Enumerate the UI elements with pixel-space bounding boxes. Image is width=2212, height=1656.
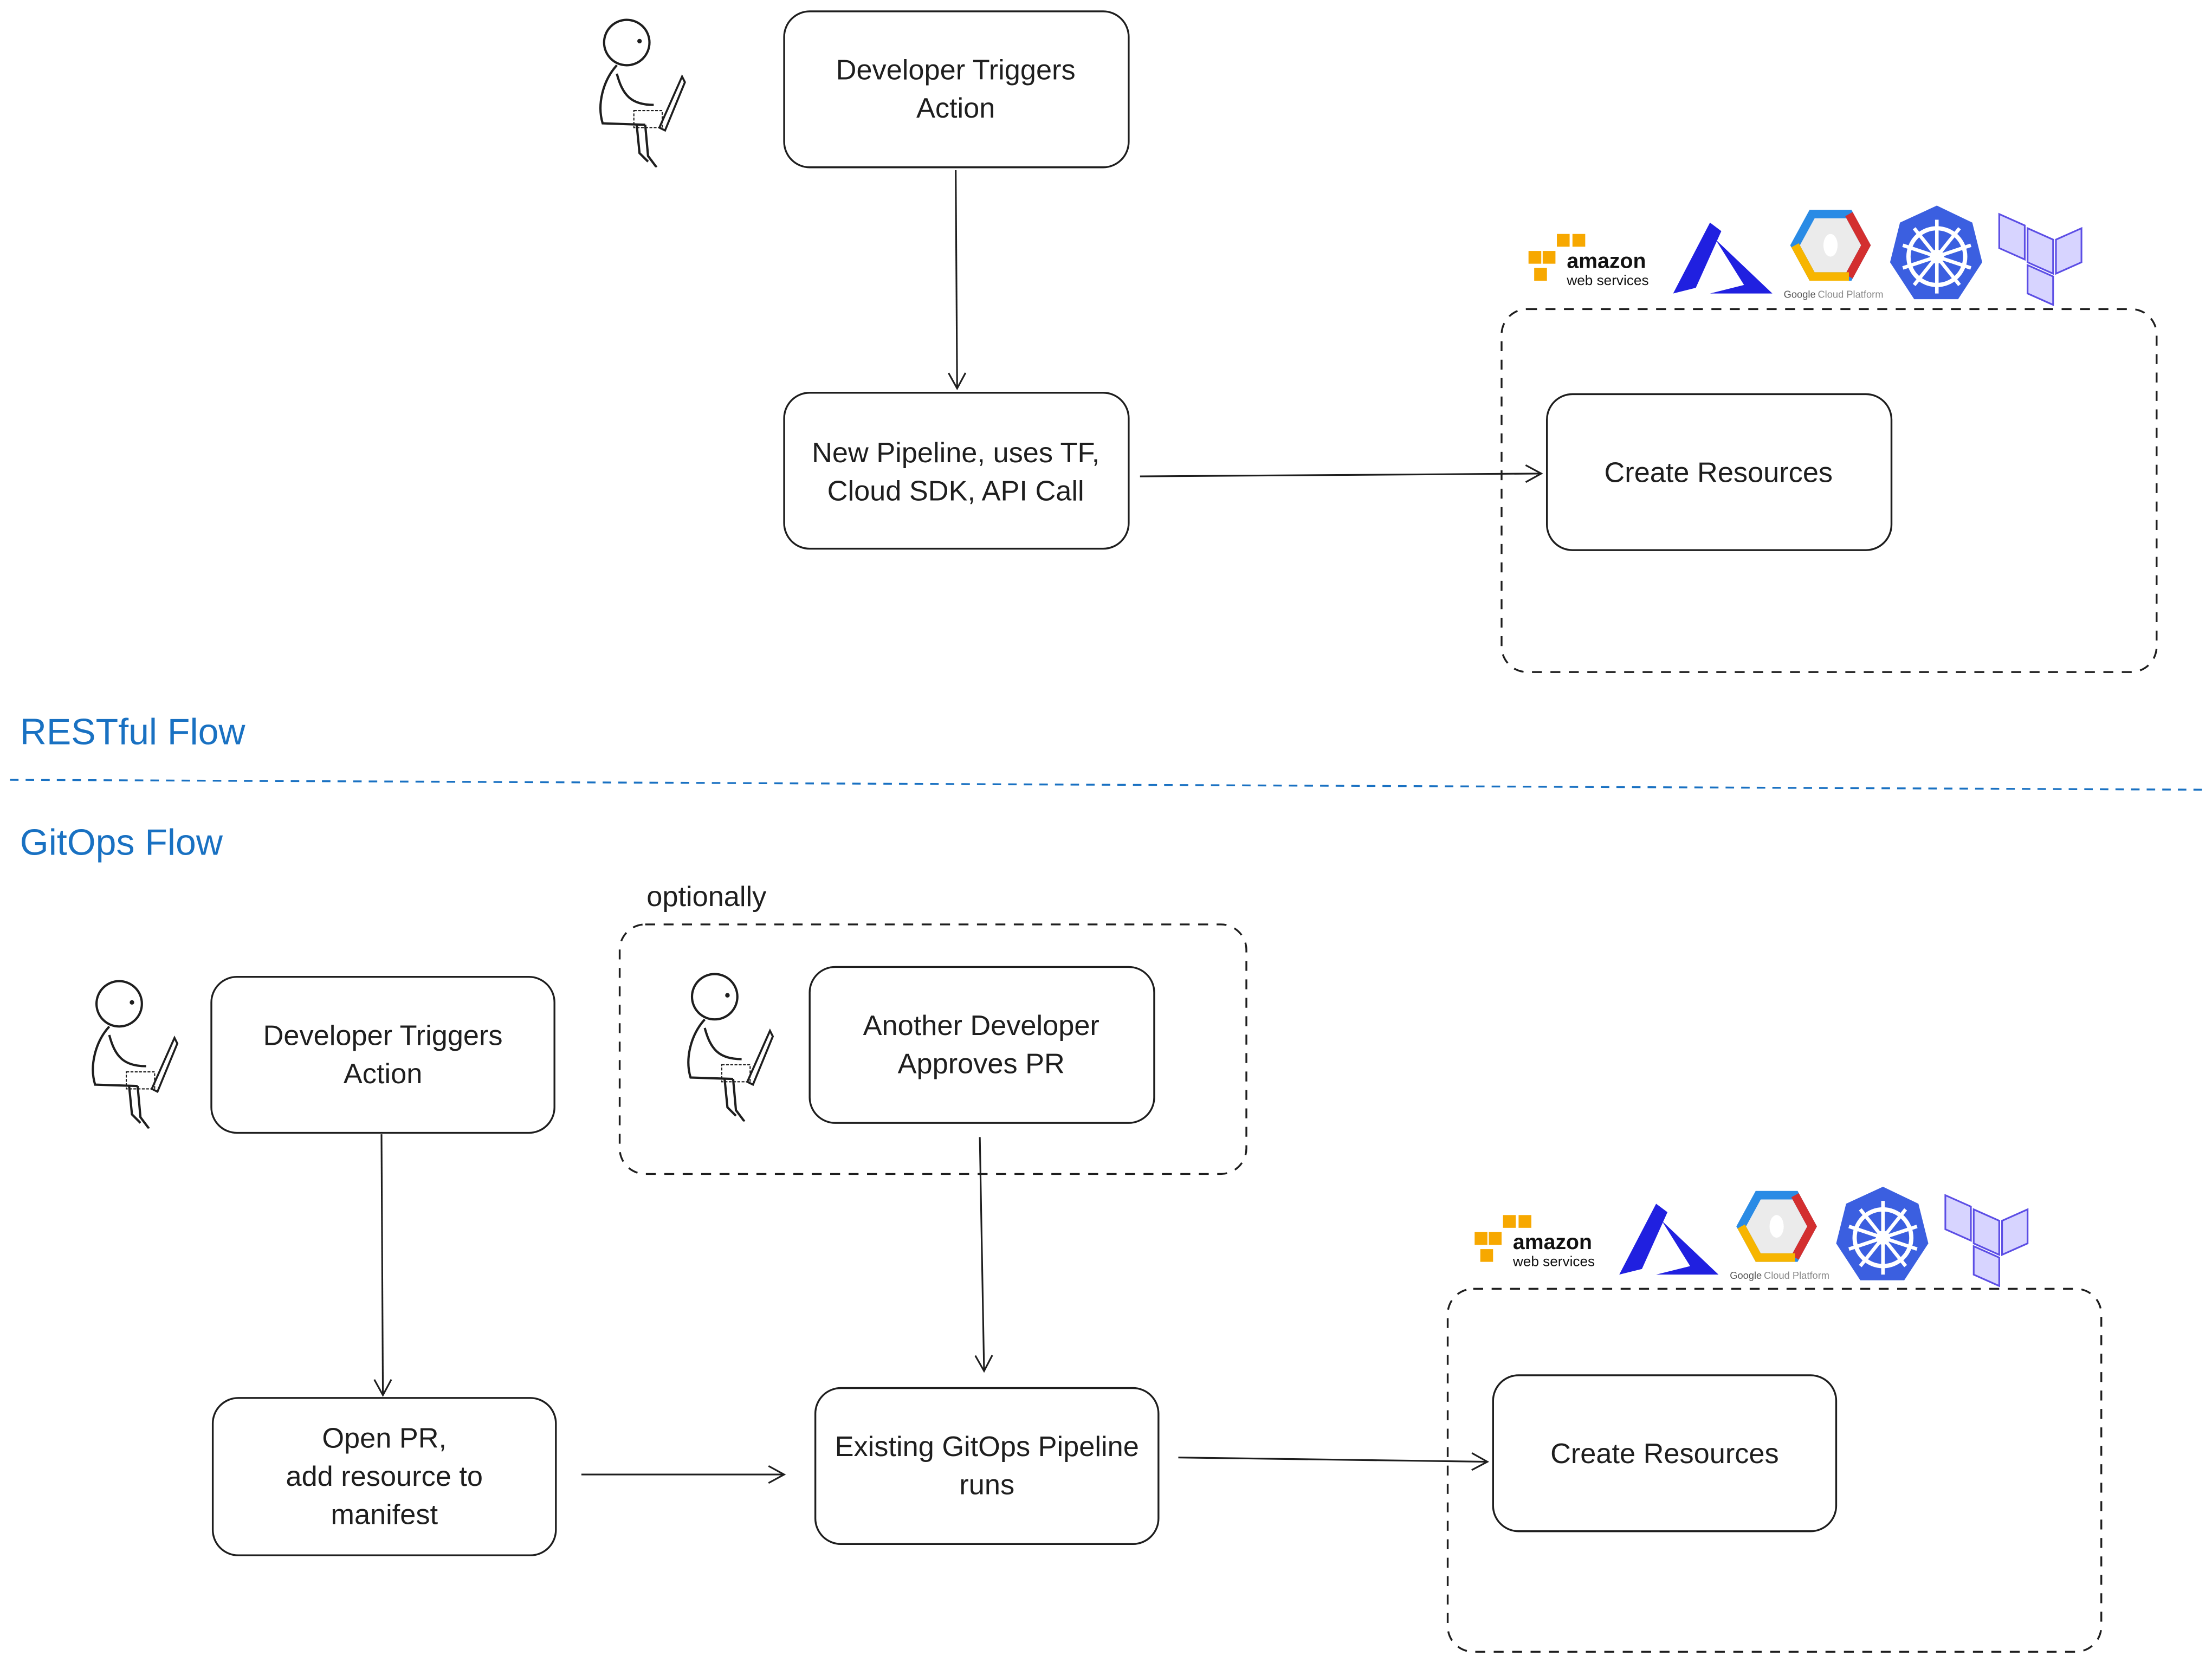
restful-trigger-label-2: Action — [916, 93, 995, 124]
cloud-provider-logos: amazon web services Google Cloud Platfor… — [1528, 205, 2082, 306]
kubernetes-logo — [1836, 1186, 1929, 1280]
cloud-provider-logos: amazon web services Google Cloud Platfor… — [1474, 1186, 2029, 1288]
azure-logo — [1673, 222, 1773, 294]
arrow-pipeline-to-create — [1140, 464, 1543, 483]
gitops-open-pr-box[interactable] — [211, 1397, 557, 1556]
restful-create-resources-label: Create Resources — [1605, 457, 1833, 489]
optional-approval-container — [618, 923, 1247, 1175]
developer-person-icon — [600, 20, 685, 167]
arrow-trigger-to-open-pr — [373, 1134, 392, 1397]
arrow-pipeline-to-create — [1178, 1452, 1490, 1471]
aws-logo-text: amazon — [1567, 249, 1646, 273]
aws-logo-text: amazon — [1513, 1230, 1592, 1254]
reviewer-person-icon — [688, 974, 773, 1121]
gcp-logo-platform-text: Cloud Platform — [1818, 288, 1883, 300]
flow-separator — [10, 779, 2205, 791]
restful-pipeline-label-1: New Pipeline, uses TF, — [812, 437, 1099, 469]
restful-trigger-label-1: Developer Triggers — [836, 55, 1076, 86]
restful-cloud-container — [1500, 308, 2158, 673]
terraform-logo — [1998, 212, 2082, 306]
gcp-logo-google-text: Google — [1730, 1270, 1762, 1281]
gitops-approve-label-2: Approves PR — [898, 1049, 1065, 1080]
gitops-open-pr-label-1: Open PR, — [322, 1422, 447, 1454]
restful-create-resources-box[interactable] — [1546, 393, 1893, 551]
google-cloud-logo: Google Cloud Platform — [1730, 1191, 1829, 1281]
restful-pipeline-label-2: Cloud SDK, API Call — [827, 476, 1084, 507]
gitops-open-pr-label-3: manifest — [331, 1499, 438, 1531]
restful-flow-heading: RESTful Flow — [20, 711, 246, 753]
gitops-pipeline-label-1: Existing GitOps Pipeline — [835, 1431, 1139, 1463]
google-cloud-logo: Google Cloud Platform — [1784, 210, 1883, 300]
optionally-label: optionally — [646, 881, 767, 913]
gitops-approve-label-1: Another Developer — [863, 1010, 1099, 1042]
gitops-create-resources-box[interactable] — [1492, 1374, 1838, 1532]
aws-logo: amazon web services — [1528, 234, 1649, 288]
gcp-logo-google-text: Google — [1784, 288, 1816, 300]
gitops-trigger-label-2: Action — [344, 1058, 422, 1090]
arrow-approve-to-pipeline — [974, 1137, 993, 1373]
gitops-cloud-container — [1446, 1288, 2103, 1653]
gitops-approve-box[interactable] — [809, 966, 1155, 1124]
azure-logo — [1619, 1204, 1719, 1275]
gcp-logo-platform-text: Cloud Platform — [1764, 1270, 1829, 1281]
developer-person-icon — [93, 981, 177, 1129]
gitops-trigger-box[interactable] — [210, 976, 555, 1134]
gitops-pipeline-box[interactable] — [814, 1387, 1160, 1545]
gitops-flow-heading: GitOps Flow — [20, 822, 223, 863]
arrow-trigger-to-pipeline — [948, 170, 967, 391]
restful-trigger-box[interactable] — [783, 10, 1130, 169]
aws-logo: amazon web services — [1474, 1215, 1595, 1269]
gitops-pipeline-label-2: runs — [959, 1470, 1014, 1501]
aws-logo-subtext: web services — [1512, 1253, 1595, 1269]
restful-pipeline-box[interactable] — [783, 392, 1130, 550]
gitops-trigger-label-1: Developer Triggers — [263, 1020, 503, 1051]
aws-logo-subtext: web services — [1566, 272, 1648, 288]
terraform-logo — [1944, 1194, 2029, 1288]
gitops-open-pr-label-2: add resource to — [286, 1461, 483, 1492]
kubernetes-logo — [1890, 205, 1982, 300]
gitops-create-resources-label: Create Resources — [1550, 1438, 1779, 1470]
